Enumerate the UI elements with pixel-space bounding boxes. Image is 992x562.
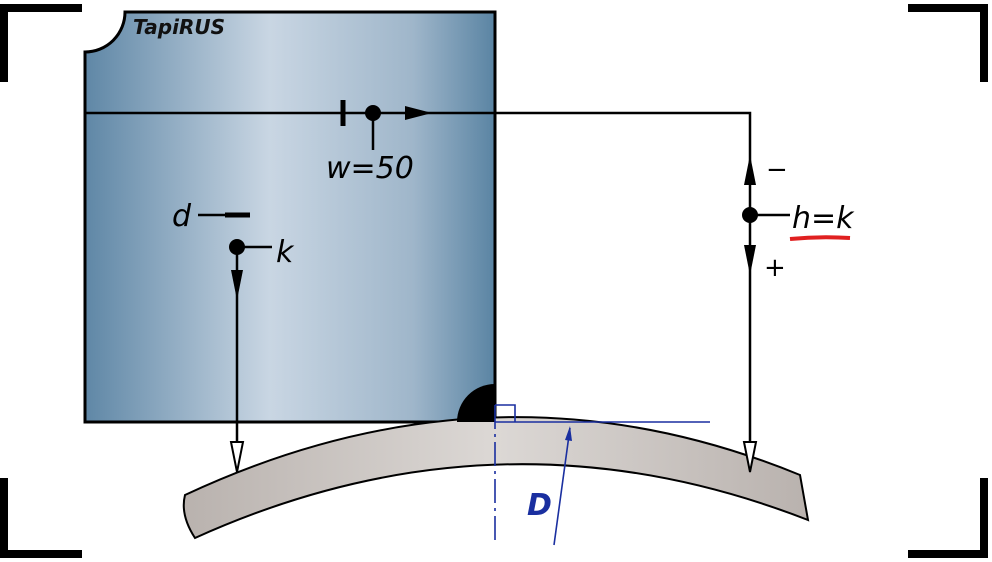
curved-plate — [182, 416, 810, 540]
open-arrow-icon — [229, 441, 245, 473]
arrow-right-icon — [405, 106, 432, 120]
open-arrow-icon — [742, 441, 758, 473]
arrow-up-icon — [744, 155, 756, 185]
k-label: k — [276, 235, 295, 270]
logo: TapiRUS — [133, 15, 225, 39]
tap-block — [83, 10, 497, 424]
arrow-down-icon — [744, 245, 756, 275]
arrow-down-icon — [231, 270, 243, 300]
red-underline — [789, 235, 851, 241]
arrow-up-icon — [565, 426, 572, 441]
contact-point — [457, 384, 495, 422]
D-label: D — [527, 488, 552, 523]
minus-label: − — [766, 155, 788, 185]
d-label: d — [172, 199, 192, 234]
h-label: h=k — [792, 201, 855, 236]
plus-label: + — [764, 253, 786, 283]
frame-corners — [0, 4, 988, 558]
w-label: w=50 — [326, 151, 414, 186]
